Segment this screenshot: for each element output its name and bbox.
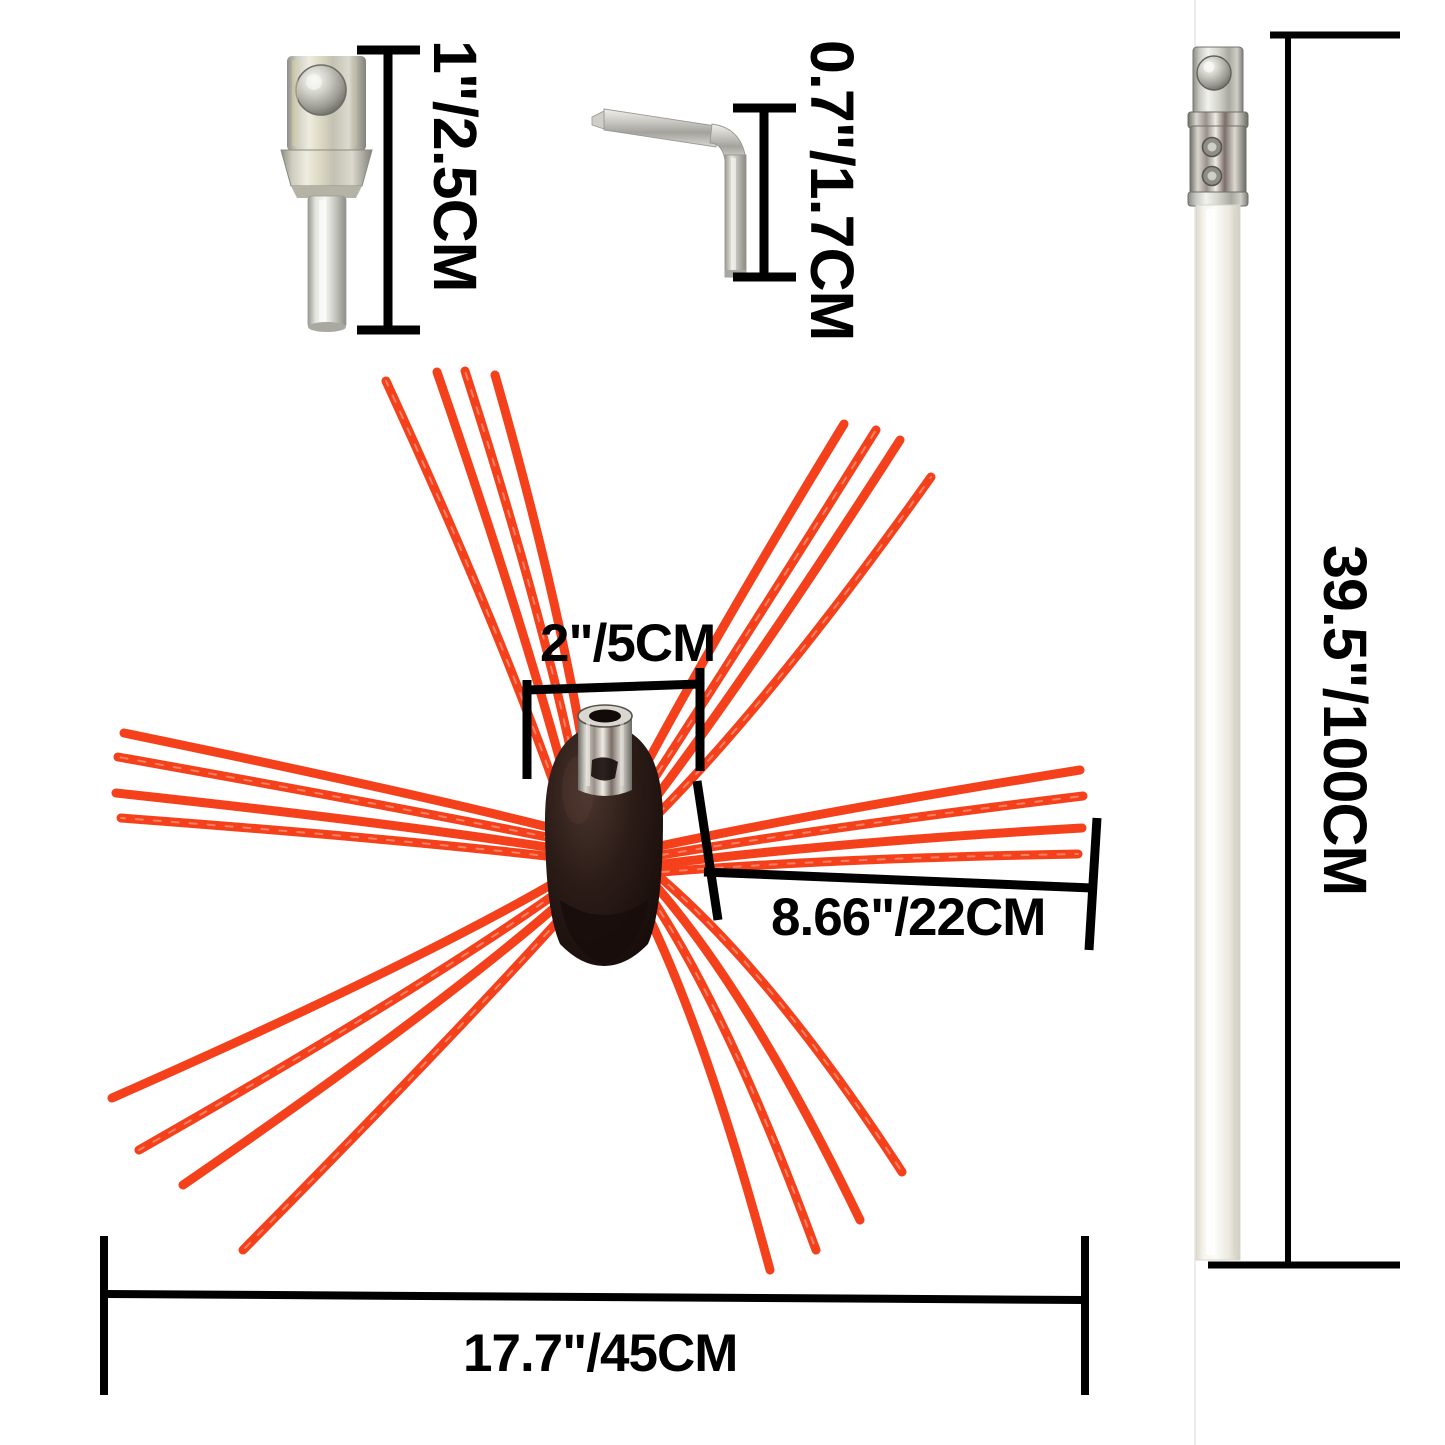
bristle-cluster-left <box>111 728 560 862</box>
dim-bristle-length <box>692 780 1102 951</box>
dim-label-rod: 39.5"/100CM <box>1311 545 1379 896</box>
dim-label-overall-width: 17.7"/45CM <box>463 1324 738 1383</box>
bristle-cluster-down-left <box>107 871 590 1255</box>
bristle-cluster-right <box>655 765 1088 877</box>
dim-label-hex-key: 0.7"/1.7CM <box>798 40 866 341</box>
dim-label-bristle-length: 8.66"/22CM <box>771 888 1046 947</box>
drill-adapter-illustration <box>280 56 373 332</box>
brush-hub <box>545 704 663 966</box>
dim-hex-key <box>733 103 796 282</box>
dim-overall-width <box>100 1236 1089 1395</box>
panel-divider <box>1194 0 1196 1445</box>
hex-key-illustration <box>591 108 747 278</box>
dimension-lines <box>100 31 1400 1395</box>
bristle-twist-texture <box>117 370 1084 1251</box>
dim-label-hub-diameter: 2"/5CM <box>540 614 716 673</box>
dim-hub-diameter <box>522 668 705 779</box>
dim-drill-adapter <box>357 45 420 335</box>
dim-label-drill-adapter: 1"/2.5CM <box>421 40 489 292</box>
dim-rod <box>1208 31 1400 1269</box>
fiberglass-rod-illustration <box>1187 46 1249 1261</box>
